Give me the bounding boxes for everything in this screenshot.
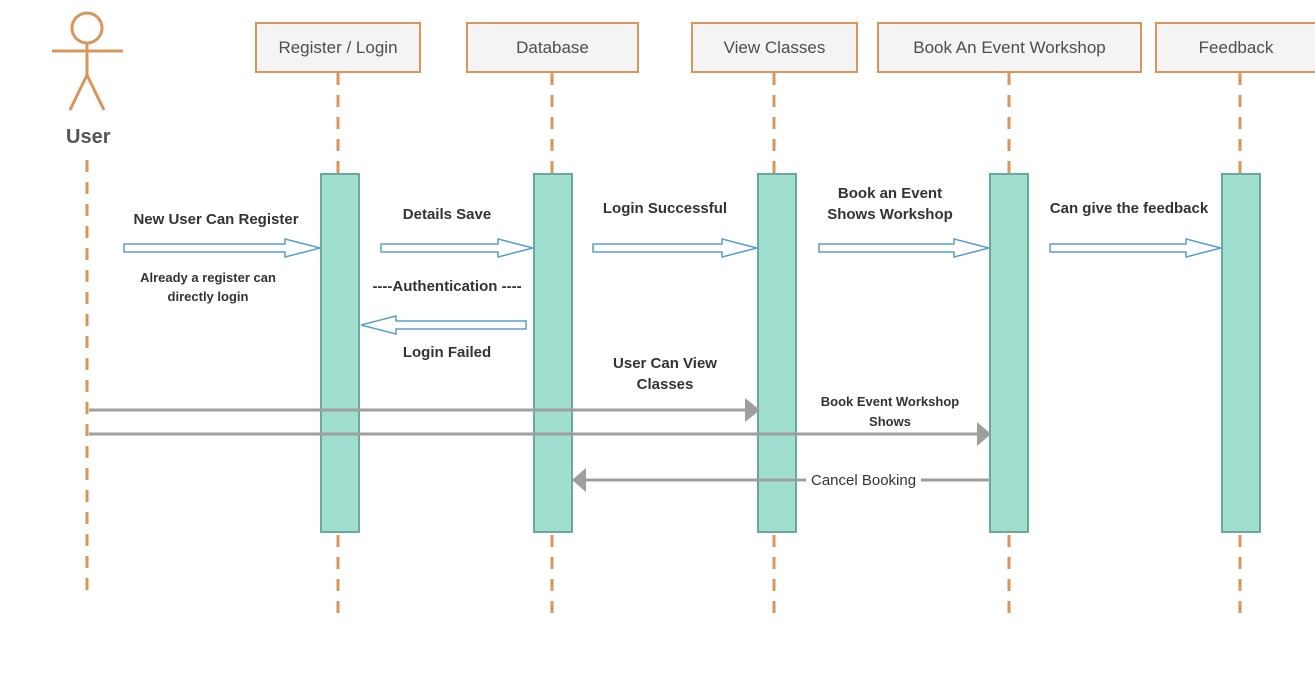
message-feedback: Can give the feedback: [1049, 200, 1209, 217]
message-view-classes-line2: Classes: [636, 376, 694, 393]
arrow-details-save: [380, 238, 534, 258]
lifeline-box-view-classes: View Classes: [691, 22, 858, 73]
activation-book-event: [989, 173, 1029, 533]
arrow-book-event: [818, 238, 990, 258]
lifeline-box-database: Database: [466, 22, 639, 73]
message-already-line1: Already a register can: [140, 270, 276, 285]
arrow-login-successful: [592, 238, 758, 258]
message-login-failed: Login Failed: [402, 344, 492, 361]
message-details-save: Details Save: [402, 206, 492, 223]
message-already-line2: directly login: [167, 289, 249, 304]
message-login-successful: Login Successful: [602, 200, 728, 217]
activation-view-classes: [757, 173, 797, 533]
actor-label: User: [66, 126, 111, 148]
lifeline-box-book-event: Book An Event Workshop: [877, 22, 1142, 73]
message-cancel-booking: Cancel Booking: [806, 470, 922, 491]
message-book-shows-line1: Book Event Workshop: [820, 394, 960, 409]
arrow-feedback: [1049, 238, 1222, 258]
message-book-event-line2: Shows Workshop: [827, 206, 953, 223]
lifeline-box-register: Register / Login: [255, 22, 421, 73]
message-register: New User Can Register: [133, 211, 299, 228]
activation-feedback: [1221, 173, 1261, 533]
message-view-classes-line1: User Can View: [613, 355, 717, 372]
arrow-login-failed: [360, 315, 527, 335]
arrowhead-view-classes-icon: [745, 398, 760, 422]
message-book-event-line1: Book an Event: [837, 185, 943, 202]
message-book-shows-line2: Shows: [869, 414, 911, 429]
user-actor-icon: [52, 11, 123, 111]
arrowhead-cancel-booking-icon: [572, 468, 586, 492]
arrowhead-book-event-icon: [977, 422, 991, 446]
activation-register: [320, 173, 360, 533]
message-authentication: ----Authentication ----: [372, 278, 522, 295]
arrow-register: [123, 238, 321, 258]
lifeline-box-feedback: Feedback: [1155, 22, 1315, 73]
activation-database: [533, 173, 573, 533]
